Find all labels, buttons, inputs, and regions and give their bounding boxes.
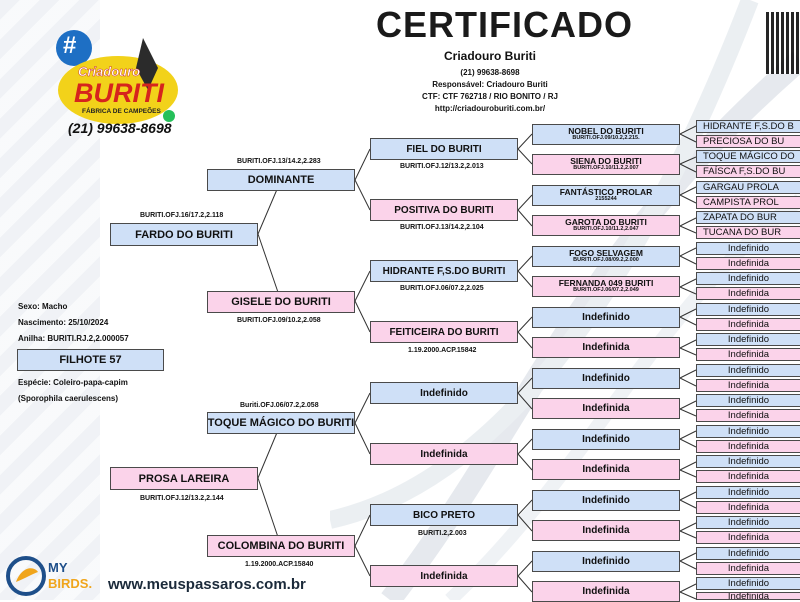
breeder-name: Criadouro Buriti [444,49,536,63]
gen5-box[interactable]: HIDRANTE F,S.DO B [696,120,800,133]
gen2-ring: 1.19.2000.ACP.15840 [245,561,314,568]
gen3-ring: BURITI.OFJ.06/07.2,2.025 [400,285,484,292]
gen4-box[interactable]: Indefinido [532,368,680,389]
gen5-box[interactable]: Indefinido [696,516,800,529]
gen5-box[interactable]: Indefinida [696,531,800,544]
gen4-box[interactable]: Indefinida [532,459,680,480]
bird-ring: Anilha: BURITI.RJ.2,2.000057 [18,334,129,343]
gen4-box[interactable]: Indefinida [532,581,680,602]
gen3-box[interactable]: BICO PRETO [370,504,518,526]
gen5-box[interactable]: TUCANA DO BUR [696,226,800,239]
gen5-box[interactable]: Indefinida [696,470,800,483]
qr-code[interactable] [766,12,800,74]
gen2-box[interactable]: DOMINANTE [207,169,355,191]
gen5-box[interactable]: Indefinida [696,592,800,600]
mybirds-birds: BIRDS. [48,576,93,591]
criadouro-buriti-logo: # Criadouro BURITI FÁBRICA DE CAMPEÕES (… [48,28,178,140]
gen3-box[interactable]: Indefinida [370,565,518,587]
gen3-ring: 1.19.2000.ACP.15842 [408,347,477,354]
logo-hash: # [63,32,77,59]
breeder-responsible: Responsável: Criadouro Buriti [432,80,548,89]
footer-website[interactable]: www.meuspassaros.com.br [108,576,306,593]
gen4-box[interactable]: Indefinido [532,429,680,450]
gen5-box[interactable]: Indefinido [696,333,800,346]
gen5-box[interactable]: Indefinido [696,577,800,590]
gen3-box[interactable]: FEITICEIRA DO BURITI [370,321,518,343]
gen3-ring: BURITI.2,2.003 [418,530,467,537]
gen5-box[interactable]: Indefinido [696,394,800,407]
gen5-box[interactable]: Indefinida [696,379,800,392]
gen5-box[interactable]: Indefinido [696,242,800,255]
gen5-box[interactable]: Indefinida [696,287,800,300]
gen3-box[interactable]: Indefinida [370,443,518,465]
gen2-box[interactable]: TOQUE MÁGICO DO BURITI [207,412,355,434]
gen5-box[interactable]: CAMPISTA PROL [696,196,800,209]
mybirds-logo: MY BIRDS. [6,556,100,596]
gen4-box[interactable]: Indefinido [532,307,680,328]
gen5-box[interactable]: Indefinida [696,348,800,361]
gen1-mother-ring: BURITI.OFJ.12/13.2,2.144 [140,495,224,502]
bird-name-box: FILHOTE 57 [17,349,164,371]
gen1-father[interactable]: FARDO DO BURITI [110,223,258,246]
gen4-box[interactable]: Indefinido [532,490,680,511]
logo-tagline: FÁBRICA DE CAMPEÕES [82,108,161,115]
logo-phone: (21) 99638-8698 [68,120,172,136]
gen4-box[interactable]: Indefinida [532,398,680,419]
gen5-box[interactable]: Indefinida [696,318,800,331]
gen3-box[interactable]: FIEL DO BURITI [370,138,518,160]
gen2-ring: BURITI.OFJ.09/10.2,2.058 [237,317,321,324]
gen4-box[interactable]: Indefinida [532,520,680,541]
mybirds-my: MY [48,560,68,575]
breeder-site[interactable]: http://criadouroburiti.com.br/ [434,104,546,113]
gen5-box[interactable]: FAÍSCA F,S.DO BU [696,165,800,178]
gen3-box[interactable]: POSITIVA DO BURITI [370,199,518,221]
breeder-ctf: CTF: CTF 762718 / RIO BONITO / RJ [422,92,558,101]
gen5-box[interactable]: ZAPATA DO BUR [696,211,800,224]
gen5-box[interactable]: Indefinida [696,501,800,514]
gen5-box[interactable]: Indefinido [696,364,800,377]
gen3-ring: BURITI.OFJ.13/14.2,2.104 [400,224,484,231]
gen5-box[interactable]: Indefinido [696,425,800,438]
gen5-box[interactable]: Indefinida [696,409,800,422]
bird-sex: Sexo: Macho [18,302,68,311]
gen5-box[interactable]: Indefinido [696,486,800,499]
bird-species: Espécie: Coleiro-papa-capim [18,378,128,387]
certificate-title: CERTIFICADO [376,4,633,45]
gen4-box[interactable]: Indefinido [532,551,680,572]
gen5-box[interactable]: Indefinida [696,257,800,270]
gen5-box[interactable]: GARGAU PROLA [696,181,800,194]
gen1-father-ring: BURITI.OFJ.16/17.2,2.118 [140,212,224,219]
gen5-box[interactable]: Indefinida [696,562,800,575]
gen3-box[interactable]: HIDRANTE F,S.DO BURITI [370,260,518,282]
logo-line2: BURITI [74,78,164,108]
gen4-box[interactable]: Indefinida [532,337,680,358]
gen5-box[interactable]: Indefinido [696,455,800,468]
gen3-ring: BURITI.OFJ.12/13.2,2.013 [400,163,484,170]
gen5-box[interactable]: PRECIOSA DO BU [696,135,800,148]
gen2-ring: BURITI.OFJ.13/14.2,2.283 [237,158,321,165]
gen2-box[interactable]: GISELE DO BURITI [207,291,355,313]
bird-birth: Nascimento: 25/10/2024 [18,318,109,327]
gen5-box[interactable]: Indefinido [696,272,800,285]
bird-scientific-name: (Sporophila caerulescens) [18,394,119,403]
gen2-box[interactable]: COLOMBINA DO BURITI [207,535,355,557]
gen5-box[interactable]: Indefinida [696,440,800,453]
breeder-phone: (21) 99638-8698 [460,68,520,77]
logo-line1: Criadouro [78,64,141,79]
gen2-ring: Buriti.OFJ.06/07.2,2.058 [240,402,319,409]
gen3-box[interactable]: Indefinido [370,382,518,404]
gen5-box[interactable]: Indefinido [696,547,800,560]
gen5-box[interactable]: TOQUE MÁGICO DO [696,150,800,163]
gen1-mother[interactable]: PROSA LAREIRA [110,467,258,490]
gen5-box[interactable]: Indefinido [696,303,800,316]
